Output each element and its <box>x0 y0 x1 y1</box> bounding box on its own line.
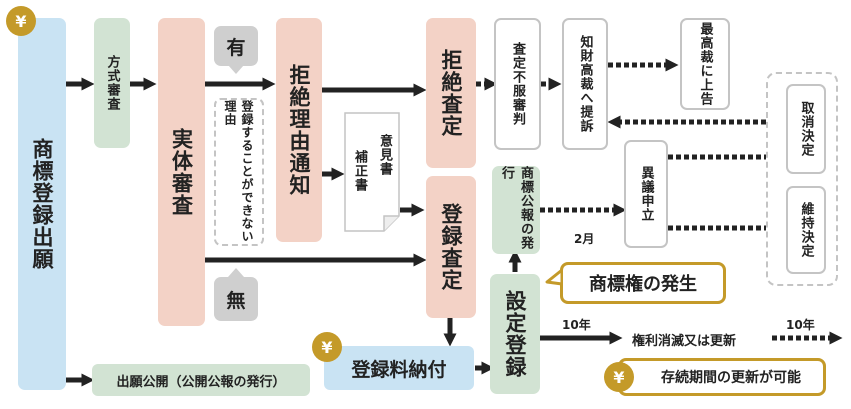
supreme-court-box: 最高裁に上告 <box>680 18 730 110</box>
appeal-box: 査定不服審判 <box>494 18 541 150</box>
no-reason-label: 無 <box>226 289 246 312</box>
gazette-box: 商標公報の発行 <box>492 166 540 254</box>
rejection-notice-label: 拒絶理由通知 <box>287 64 311 196</box>
no-reason-pointer <box>228 268 244 277</box>
gazette-label: 商標公報の発行 <box>499 166 533 250</box>
ten-years-label-1: 10年 <box>562 318 591 332</box>
document-shape <box>344 112 400 232</box>
opposition-box: 異議申立 <box>624 140 668 248</box>
response-label: 意見書 <box>377 134 392 176</box>
has-reason-label: 有 <box>226 36 246 59</box>
maintenance-box: 維持決定 <box>786 186 826 274</box>
set-registration-label: 設定登録 <box>503 290 527 378</box>
ip-court-box: 知財高裁へ提訴 <box>562 18 608 150</box>
maintenance-label: 維持決定 <box>798 202 814 258</box>
publication-box: 出願公開（公開公報の発行） <box>92 364 310 396</box>
registration-decision-label: 登録査定 <box>439 203 463 291</box>
right-arises-label: 商標権の発生 <box>589 274 697 295</box>
has-reason-pointer <box>228 65 244 74</box>
substantive-exam-box: 実体審査 <box>158 18 205 326</box>
response-document: 意見書 補正書 <box>344 112 400 232</box>
has-reason-badge: 有 <box>214 26 258 66</box>
revocation-label: 取消決定 <box>798 101 814 157</box>
formality-check-label: 方式審査 <box>104 55 120 111</box>
application-label: 商標登録出願 <box>30 138 54 270</box>
appeal-label: 査定不服審判 <box>510 42 525 126</box>
fee-yen-icon: ¥ <box>312 332 342 362</box>
registration-decision-box: 登録査定 <box>426 176 476 318</box>
two-months-label: 2月 <box>574 232 595 246</box>
rejection-notice-box: 拒絶理由通知 <box>276 18 322 242</box>
ip-court-label: 知財高裁へ提訴 <box>577 35 593 133</box>
formality-check-box: 方式審査 <box>94 18 130 148</box>
publication-label: 出願公開（公開公報の発行） <box>116 374 286 390</box>
amendment-label: 補正書 <box>352 150 367 192</box>
renewal-yen-icon: ¥ <box>604 362 634 392</box>
reason-note-label: 登録することができない理由 <box>223 100 254 243</box>
application-box: 商標登録出願 <box>18 18 66 390</box>
renewal-callout: 存続期間の更新が可能 <box>618 358 826 396</box>
yen-icon: ¥ <box>6 6 36 36</box>
right-arises-callout: 商標権の発生 <box>560 262 726 304</box>
opposition-label: 異議申立 <box>638 166 654 222</box>
rejection-decision-box: 拒絶査定 <box>426 18 476 168</box>
set-registration-box: 設定登録 <box>490 274 540 394</box>
expire-or-renew-label: 権利消滅又は更新 <box>632 334 737 349</box>
right-arises-pointer <box>545 268 563 286</box>
revocation-box: 取消決定 <box>786 84 826 174</box>
fee-payment-box: 登録料納付 <box>324 346 474 390</box>
ten-years-label-2: 10年 <box>786 318 815 332</box>
substantive-exam-label: 実体審査 <box>169 128 194 216</box>
supreme-court-label: 最高裁に上告 <box>697 22 713 106</box>
reason-note-box: 登録することができない理由 <box>214 98 264 246</box>
rejection-decision-label: 拒絶査定 <box>439 49 463 137</box>
fee-payment-label: 登録料納付 <box>351 358 447 381</box>
renewal-label: 存続期間の更新が可能 <box>661 370 801 386</box>
no-reason-badge: 無 <box>214 277 258 321</box>
